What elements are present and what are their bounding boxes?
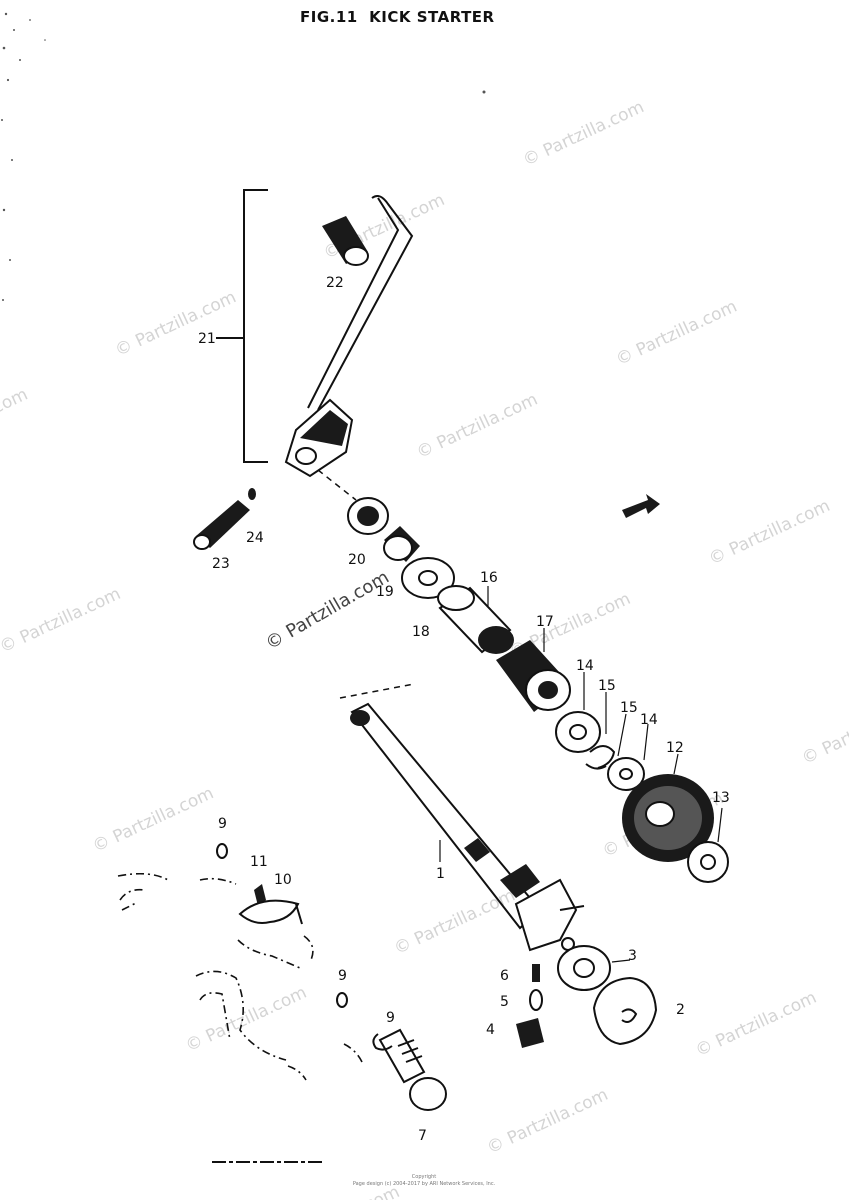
front-arrow-icon bbox=[622, 494, 660, 518]
callout-17: 17 bbox=[536, 614, 554, 630]
callout-19: 19 bbox=[376, 584, 394, 600]
callout-5: 5 bbox=[500, 994, 509, 1010]
watermark-layer: © Partzilla.com © Partzilla.com © Partzi… bbox=[0, 97, 849, 1200]
callout-9: 9 bbox=[386, 1010, 395, 1026]
watermark: © Partzilla.com bbox=[413, 389, 540, 463]
callout-23: 23 bbox=[212, 556, 230, 572]
return-spring-drawing bbox=[496, 640, 571, 712]
callout-14: 14 bbox=[576, 658, 594, 674]
crankcase-outline bbox=[117, 872, 363, 1081]
kick-gear-drawing bbox=[622, 774, 714, 862]
callout-3: 3 bbox=[628, 948, 637, 964]
shaft-bolt-drawing bbox=[378, 1028, 447, 1111]
callout-15: 15 bbox=[620, 700, 638, 716]
kick-lever-drawing bbox=[284, 195, 414, 478]
watermark-dark: © Partzilla.com bbox=[262, 567, 393, 655]
callout-labels: 21 22 23 24 20 19 18 16 17 14 15 15 14 1… bbox=[198, 275, 730, 1144]
callout-9: 9 bbox=[218, 816, 227, 832]
oring-drawing bbox=[216, 843, 228, 859]
callout-12: 12 bbox=[666, 740, 684, 756]
oil-seal-drawing bbox=[347, 497, 389, 535]
callout-9: 9 bbox=[338, 968, 347, 984]
bolt-drawing bbox=[193, 488, 256, 550]
alignment-line bbox=[317, 469, 357, 501]
callout-11: 11 bbox=[250, 854, 268, 870]
watermark: © Partzilla.com bbox=[112, 287, 239, 361]
watermark: © Partzilla.com bbox=[391, 885, 518, 959]
watermark: © Partzilla.com bbox=[799, 695, 849, 769]
watermark: © Partzilla.com bbox=[520, 97, 647, 171]
spring-guide-drawing bbox=[437, 585, 514, 654]
callout-16: 16 bbox=[480, 570, 498, 586]
callout-4: 4 bbox=[486, 1022, 495, 1038]
watermark: © Partzilla.com bbox=[183, 983, 310, 1057]
spacer-drawing bbox=[592, 976, 658, 1046]
kick-shaft-drawing bbox=[350, 702, 585, 952]
callout-2: 2 bbox=[676, 1002, 685, 1018]
figure-title: FIG.11 KICK STARTER bbox=[300, 8, 495, 26]
callout-1: 1 bbox=[436, 866, 445, 882]
watermark: © Partzilla.com bbox=[484, 1085, 611, 1159]
watermark: © Partzilla.com bbox=[692, 988, 819, 1062]
pawl-parts-drawing bbox=[516, 964, 544, 1048]
watermark: © Partzilla.com bbox=[706, 496, 833, 570]
grip-drawing bbox=[322, 216, 369, 266]
watermark: © Partzilla.com bbox=[0, 384, 31, 458]
callout-18: 18 bbox=[412, 624, 430, 640]
assembly-bracket bbox=[243, 189, 268, 463]
scan-noise bbox=[1, 12, 486, 301]
callout-21: 21 bbox=[198, 331, 216, 347]
callout-22: 22 bbox=[326, 275, 344, 291]
bushing-drawing bbox=[383, 526, 420, 562]
watermark: © Partzilla.com bbox=[0, 584, 124, 658]
callout-20: 20 bbox=[348, 552, 366, 568]
watermark: © Partzilla.com bbox=[613, 297, 740, 371]
leader-lines bbox=[439, 586, 723, 963]
circlip-drawing bbox=[589, 745, 616, 769]
footer-page-design: Page design (c) 2004-2017 by ARI Network… bbox=[353, 1181, 496, 1187]
callout-24: 24 bbox=[246, 530, 264, 546]
callout-10: 10 bbox=[274, 872, 292, 888]
callout-15: 15 bbox=[598, 678, 616, 694]
callout-14: 14 bbox=[640, 712, 658, 728]
footer-copyright: Copyright bbox=[412, 1174, 436, 1180]
callout-6: 6 bbox=[500, 968, 509, 984]
clamp-drawing bbox=[238, 884, 303, 925]
callout-7: 7 bbox=[418, 1128, 427, 1144]
watermark: © Partzilla.com bbox=[90, 783, 217, 857]
callout-13: 13 bbox=[712, 790, 730, 806]
